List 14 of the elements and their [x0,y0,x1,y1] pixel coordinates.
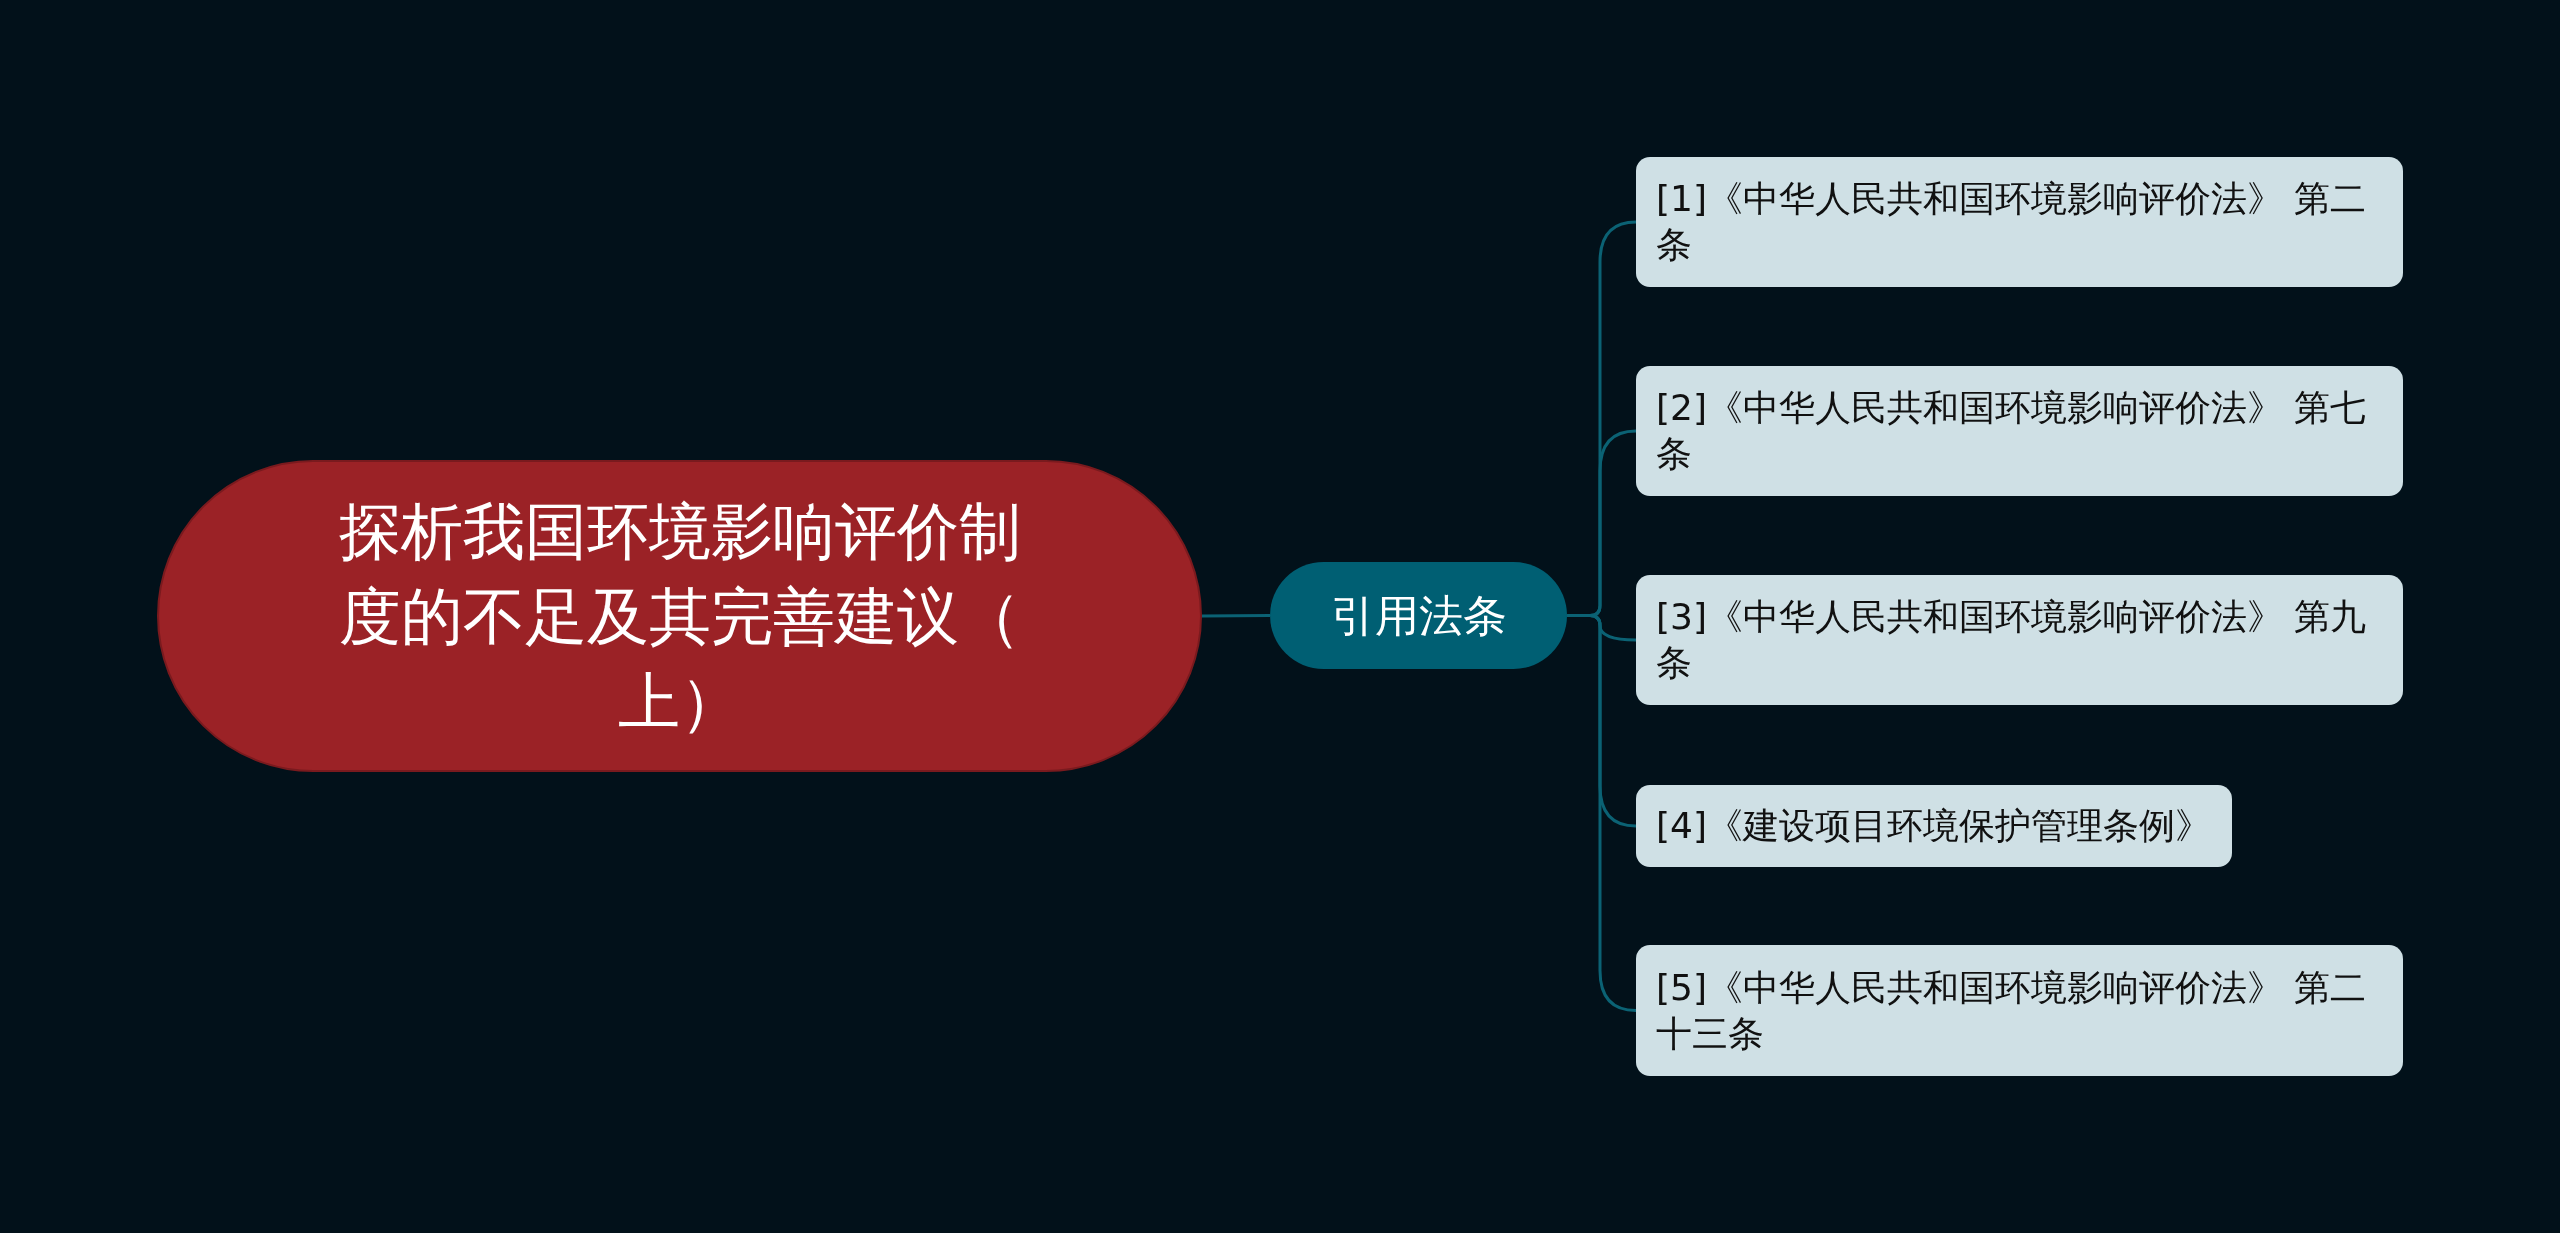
connector-line [1202,614,1270,618]
subtopic-box [1636,157,2403,287]
topic-text: 探析我国环境影响评价制度的不足及其完善建议（上） [337,493,1022,740]
topic-text: 引用法条 [1330,588,1507,643]
subtopic-box [1636,575,2403,705]
topic-text: [2]《中华人民共和国环境影响评价法》 第七条 [1656,386,2368,476]
subtopic-box [1636,785,2232,867]
topic-text: [1]《中华人民共和国环境影响评价法》 第二条 [1656,177,2368,267]
subtopic-box [1636,945,2403,1076]
topic-text: [5]《中华人民共和国环境影响评价法》 第二十三条 [1656,965,2368,1056]
topic-text: [3]《中华人民共和国环境影响评价法》 第九条 [1656,595,2368,685]
connector-line [1567,614,1637,1012]
topic-text: [4]《建设项目环境保护管理条例》 [1656,804,2211,848]
subtopic-box [1636,366,2403,496]
